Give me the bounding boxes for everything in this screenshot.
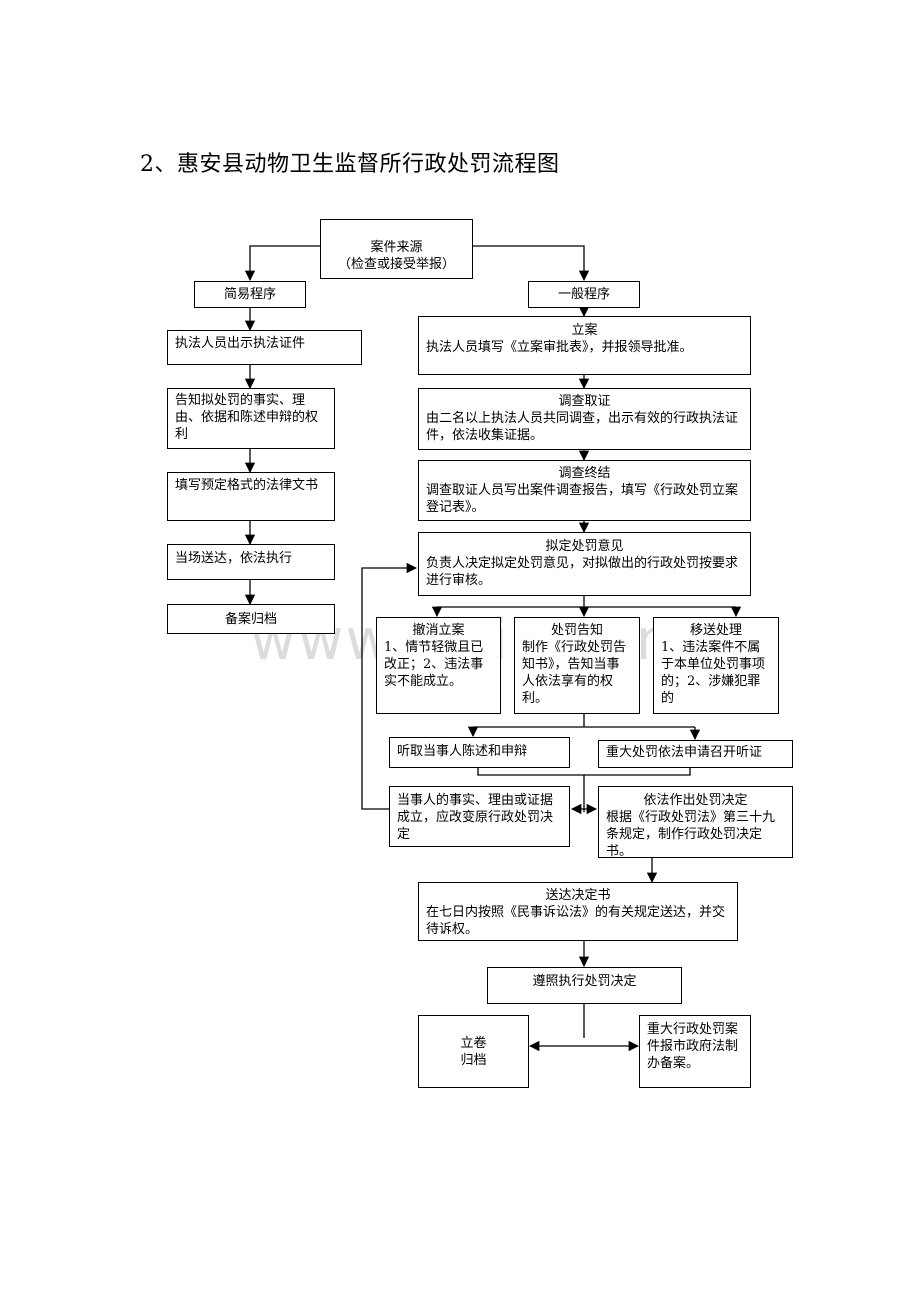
investigate-head: 调查取证 <box>558 394 611 409</box>
fill-document-box: 填写预定格式的法律文书 <box>167 472 335 521</box>
simple-procedure-label: 简易程序 <box>223 287 276 302</box>
penalty-notice-box: 处罚告知 制作《行政处罚告知书》，告知当事人依法享有的权利。 <box>514 617 640 714</box>
transfer-body: 1、违法案件不属于本单位处罚事项的；2、涉嫌犯罪的 <box>661 640 766 706</box>
serve-decision-box: 送达决定书 在七日内按照《民事诉讼法》的有关规定送达，并交待诉权。 <box>418 882 738 941</box>
investigate-box: 调查取证 由二名以上执法人员共同调查，出示有效的行政执法证件，依法收集证据。 <box>418 388 751 450</box>
general-procedure-label: 一般程序 <box>557 287 610 302</box>
hear-statement-box: 听取当事人陈述和申辩 <box>389 737 570 768</box>
penalty-proposal-head: 拟定处罚意见 <box>545 539 624 554</box>
penalty-proposal-body: 负责人决定拟定处罚意见，对拟做出的行政处罚按要求进行审核。 <box>426 556 739 588</box>
general-procedure-box: 一般程序 <box>528 281 640 308</box>
inform-rights-label: 告知拟处罚的事实、理由、依据和陈述申辩的权利 <box>175 393 319 442</box>
penalty-notice-body: 制作《行政处罚告知书》，告知当事人依法享有的权利。 <box>522 640 627 706</box>
show-certificate-label: 执法人员出示执法证件 <box>175 336 306 351</box>
register-case-body: 执法人员填写《立案审批表》，并报领导批准。 <box>426 340 693 355</box>
transfer-head: 移送处理 <box>689 623 742 638</box>
penalty-decision-head: 依法作出处罚决定 <box>643 793 748 808</box>
serve-decision-body: 在七日内按照《民事诉讼法》的有关规定送达，并交待诉权。 <box>426 905 726 937</box>
archive-simple-box: 备案归档 <box>167 604 335 634</box>
simple-procedure-box: 简易程序 <box>194 281 306 308</box>
inform-rights-box: 告知拟处罚的事实、理由、依据和陈述申辩的权利 <box>167 388 335 449</box>
revoke-case-head: 撤消立案 <box>412 623 465 638</box>
transfer-box: 移送处理 1、违法案件不属于本单位处罚事项的；2、涉嫌犯罪的 <box>653 617 779 714</box>
revoke-case-body: 1、情节轻微且已改正；2、违法事实不能成立。 <box>384 640 484 689</box>
penalty-notice-head: 处罚告知 <box>550 623 603 638</box>
deliver-execute-label: 当场送达，依法执行 <box>175 551 293 566</box>
comply-label: 遵照执行处罚决定 <box>532 974 637 989</box>
register-case-box: 立案 执法人员填写《立案审批表》，并报领导批准。 <box>418 316 751 375</box>
report-box: 重大行政处罚案件报市政府法制办备案。 <box>639 1015 751 1088</box>
page-title: 2、惠安县动物卫生监督所行政处罚流程图 <box>140 152 560 177</box>
penalty-decision-box: 依法作出处罚决定 根据《行政处罚法》第三十九条规定，制作行政处罚决定书。 <box>598 786 793 858</box>
investigate-body: 由二名以上执法人员共同调查，出示有效的行政执法证件，依法收集证据。 <box>426 411 739 443</box>
archive-simple-label: 备案归档 <box>224 611 277 627</box>
archive-line2: 归档 <box>460 1052 487 1068</box>
case-source-box: 案件来源 （检查或接受举报） <box>320 219 473 279</box>
archive-line1: 立卷 <box>460 1035 487 1051</box>
comply-box: 遵照执行处罚决定 <box>487 967 682 1004</box>
archive-box: 立卷 归档 <box>418 1015 529 1088</box>
change-decision-box: 当事人的事实、理由或证据成立，应改变原行政处罚决定 <box>389 786 570 847</box>
penalty-proposal-box: 拟定处罚意见 负责人决定拟定处罚意见，对拟做出的行政处罚按要求进行审核。 <box>418 532 751 596</box>
hear-statement-label: 听取当事人陈述和申辩 <box>397 744 528 759</box>
serve-decision-head: 送达决定书 <box>545 888 611 903</box>
penalty-decision-body: 根据《行政处罚法》第三十九条规定，制作行政处罚决定书。 <box>606 810 776 858</box>
show-certificate-box: 执法人员出示执法证件 <box>167 330 362 365</box>
investigate-end-box: 调查终结 调查取证人员写出案件调查报告，填写《行政处罚立案登记表》。 <box>418 460 751 521</box>
hearing-request-box: 重大处罚依法申请召开听证 <box>598 740 793 768</box>
hearing-request-label: 重大处罚依法申请召开听证 <box>606 745 763 760</box>
fill-document-label: 填写预定格式的法律文书 <box>175 478 319 493</box>
case-source-sub: （检查或接受举报） <box>337 257 455 272</box>
report-label: 重大行政处罚案件报市政府法制办备案。 <box>647 1022 739 1071</box>
investigate-end-head: 调查终结 <box>558 466 611 481</box>
deliver-execute-box: 当场送达，依法执行 <box>167 544 335 580</box>
investigate-end-body: 调查取证人员写出案件调查报告，填写《行政处罚立案登记表》。 <box>426 483 739 515</box>
revoke-case-box: 撤消立案 1、情节轻微且已改正；2、违法事实不能成立。 <box>376 617 501 714</box>
register-case-head: 立案 <box>571 323 598 338</box>
change-decision-label: 当事人的事实、理由或证据成立，应改变原行政处罚决定 <box>397 793 554 842</box>
case-source-label: 案件来源 <box>370 240 423 255</box>
